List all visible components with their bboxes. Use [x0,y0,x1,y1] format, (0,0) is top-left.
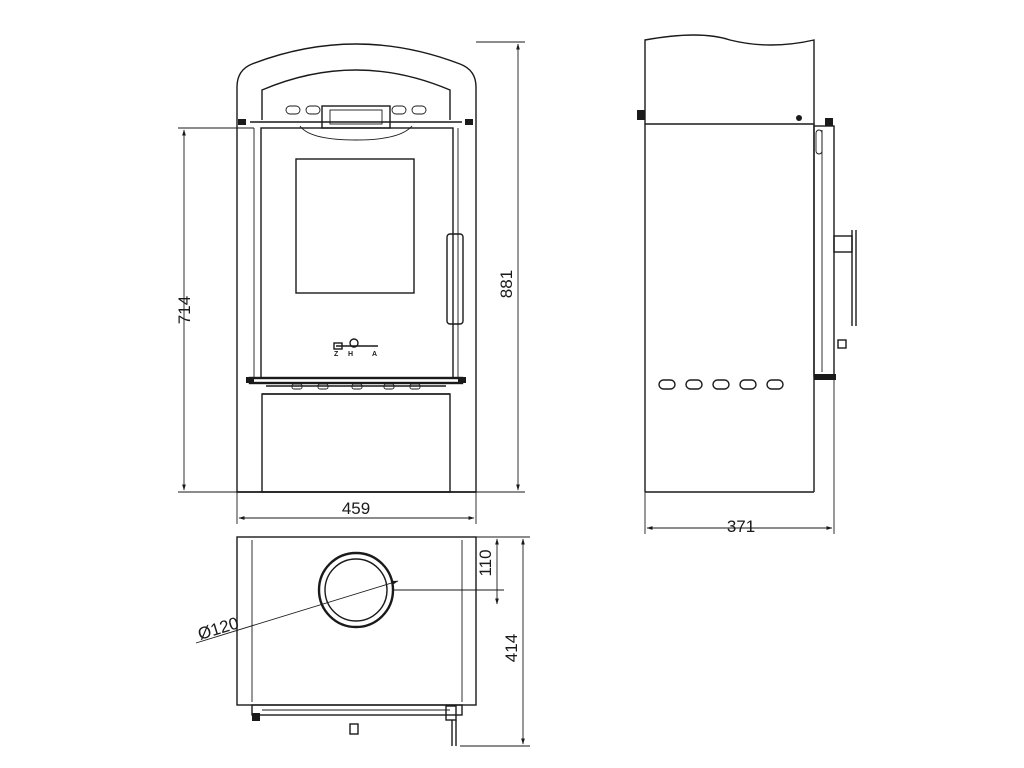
dim-714-label: 714 [175,296,194,324]
flue-outlet-inner [324,558,388,622]
dimension-371: 371 [644,380,835,536]
dim-881-label: 881 [497,270,516,298]
side-view [637,34,857,493]
air-label-a: A [372,351,377,358]
base-compartment [261,393,451,493]
top-view [236,536,477,746]
flue-outlet-outer [317,551,395,629]
dim-414-label: 414 [502,634,521,662]
side-vent-slots [658,379,784,390]
front-view: Z H A [236,43,477,493]
grate-slots [291,383,421,390]
hinge-top-right [465,119,473,125]
dim-371-label: 371 [727,517,755,536]
hinge-top-left [238,119,246,125]
top-vent-slots [285,105,427,115]
side-door-profile [813,125,835,377]
door-handle [446,233,464,325]
dimension-110: 110 [394,536,504,605]
top-handle-plate [321,105,391,129]
dim-diameter-label: Ø120 [196,613,241,643]
air-label-h: H [348,351,353,358]
dim-459-label: 459 [342,499,370,518]
dimension-diameter-120: Ø120 [196,580,399,644]
dimension-414: 414 [460,536,530,747]
dim-110-label: 110 [476,549,495,576]
dimension-881: 881 [476,41,525,493]
dimension-459: 459 [236,492,477,524]
side-door-handle [833,235,853,253]
air-label-z: Z [334,351,339,358]
door-glass-window [295,158,415,294]
air-control-slider: Z H A [333,338,378,358]
dimension-714: 714 [175,127,254,493]
